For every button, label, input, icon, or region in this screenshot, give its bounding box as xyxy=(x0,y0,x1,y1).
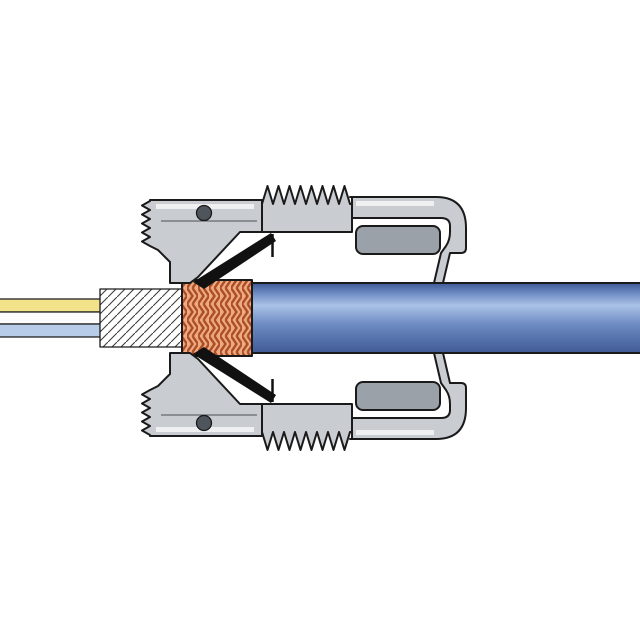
seal-insert xyxy=(355,225,441,255)
cable-jacket xyxy=(250,282,640,354)
shield-braid-weave xyxy=(181,279,253,357)
inner-sheath-hatch xyxy=(99,288,184,348)
gland-top-half xyxy=(141,185,467,289)
clamping-lamella xyxy=(193,233,276,289)
dome-nut-highlight xyxy=(356,201,434,206)
o-ring xyxy=(195,204,213,222)
inner-sheath xyxy=(99,288,184,348)
shield-braid xyxy=(181,279,253,357)
